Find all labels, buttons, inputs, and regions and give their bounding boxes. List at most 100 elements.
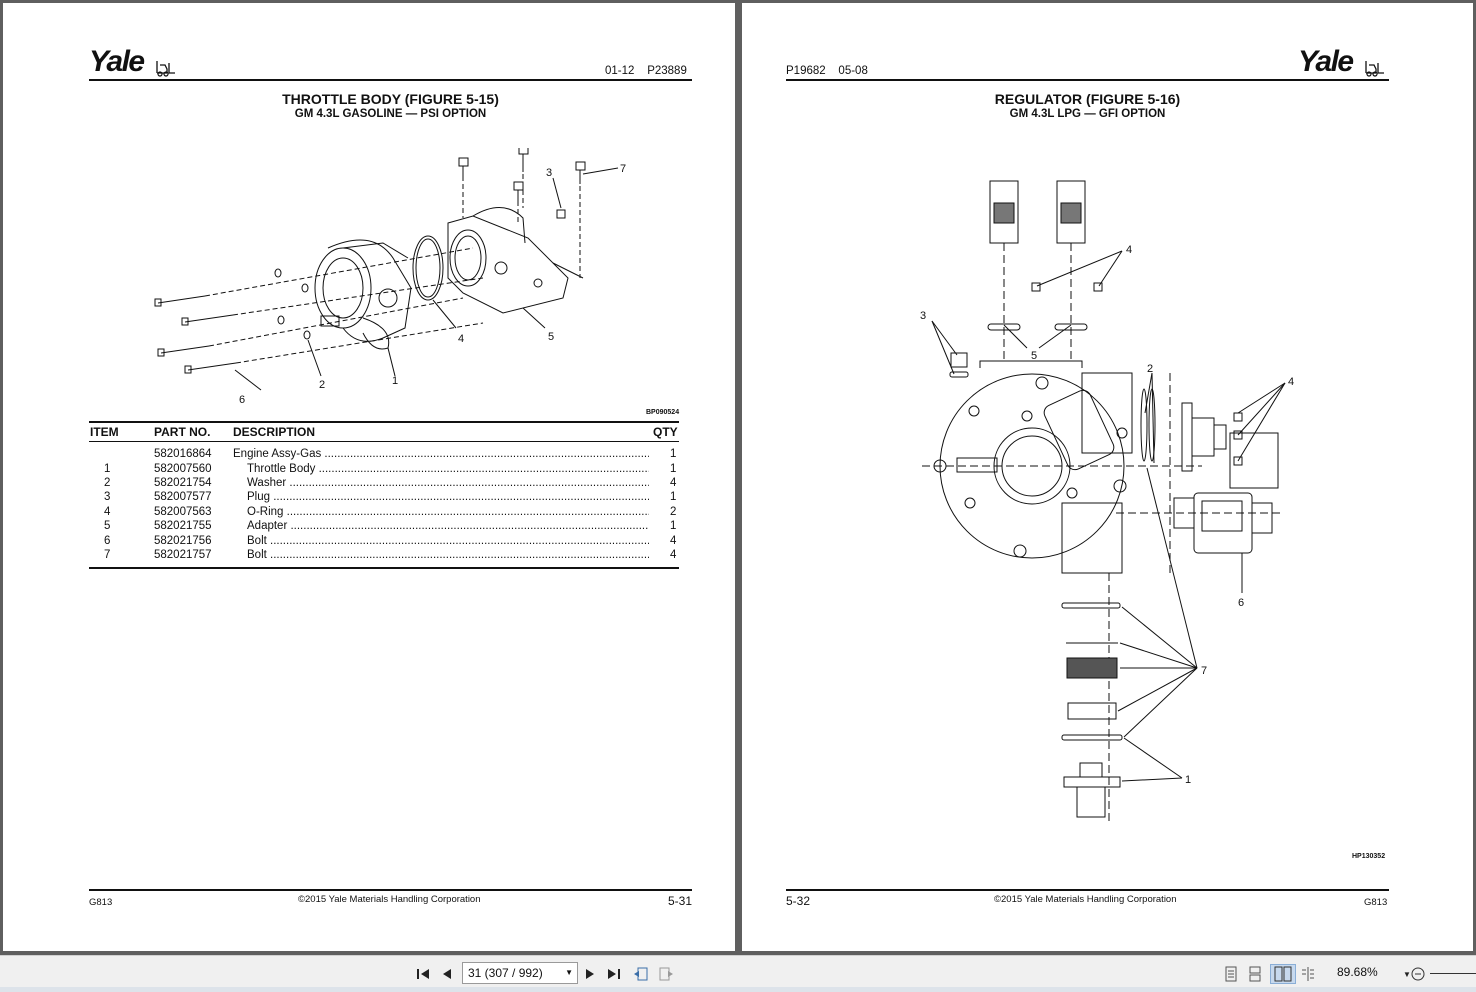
footer-page-number: 5-32 bbox=[786, 894, 811, 908]
throttle-body-diagram: 1 2 3 4 5 6 7 bbox=[154, 148, 626, 406]
callout-4: 4 bbox=[458, 333, 464, 345]
table-header-rule bbox=[89, 441, 679, 442]
zoom-menu-button[interactable]: ▼ bbox=[1397, 964, 1417, 984]
page-left: Yale 01-12 P23889 THROTTLE BODY (FIGURE … bbox=[3, 3, 735, 951]
qty-cell: 1 bbox=[670, 448, 677, 460]
description-cell: Plug bbox=[247, 491, 649, 503]
viewer-toolbar: 31 (307 / 992) ▼ 89.68% ▼ bbox=[0, 955, 1476, 992]
callout-6: 6 bbox=[1238, 597, 1244, 609]
footer-rule bbox=[89, 889, 692, 891]
prev-page-button[interactable] bbox=[437, 964, 457, 984]
callout-2: 2 bbox=[319, 379, 325, 391]
part-no-cell: 582007560 bbox=[154, 463, 212, 475]
page-title: REGULATOR (FIGURE 5-16) bbox=[994, 91, 1181, 107]
figure-code: HP130352 bbox=[1352, 853, 1386, 860]
zoom-out-button[interactable] bbox=[1408, 964, 1428, 984]
facing-view-button[interactable] bbox=[1270, 964, 1296, 984]
first-page-button[interactable] bbox=[413, 964, 433, 984]
callout-1: 1 bbox=[392, 375, 398, 387]
continuous-view-button[interactable] bbox=[1245, 964, 1265, 984]
description-cell: Washer bbox=[247, 477, 649, 489]
first-page-icon bbox=[417, 969, 429, 979]
chevron-down-icon: ▼ bbox=[565, 968, 573, 977]
continuous-facing-view-button[interactable] bbox=[1298, 964, 1318, 984]
col-header-description: DESCRIPTION bbox=[233, 425, 316, 439]
chevron-down-icon: ▼ bbox=[1403, 969, 1411, 979]
zoom-slider[interactable] bbox=[1430, 973, 1476, 974]
item-cell: 3 bbox=[104, 491, 111, 503]
forklift-logo-icon bbox=[156, 61, 175, 77]
callout-6: 6 bbox=[239, 394, 245, 406]
item-cell: 4 bbox=[104, 506, 111, 518]
part-no-cell: 582007577 bbox=[154, 491, 212, 503]
footer-copyright: ©2015 Yale Materials Handling Corporatio… bbox=[994, 894, 1177, 905]
item-cell: 2 bbox=[104, 477, 111, 489]
figure-code: BP090524 bbox=[646, 409, 680, 416]
next-page-icon bbox=[586, 969, 594, 979]
description-cell: Throttle Body bbox=[247, 463, 649, 475]
single-page-icon bbox=[1225, 966, 1237, 982]
col-header-part-no: PART NO. bbox=[154, 425, 211, 439]
col-header-item: ITEM bbox=[90, 425, 119, 439]
qty-cell: 4 bbox=[670, 549, 677, 561]
yale-logo: Yale bbox=[89, 45, 145, 78]
callout-3: 3 bbox=[920, 310, 926, 322]
part-no-cell: 582016864 bbox=[154, 448, 212, 460]
header-rule bbox=[89, 79, 692, 81]
zoom-out-icon bbox=[1411, 967, 1425, 981]
page-right: P19682 05-08 Yale REGULATOR (FIGURE 5-16… bbox=[742, 3, 1473, 951]
single-page-view-button[interactable] bbox=[1221, 964, 1241, 984]
zoom-level[interactable]: 89.68% bbox=[1337, 965, 1378, 979]
table-top-rule bbox=[89, 421, 679, 423]
callout-7: 7 bbox=[1201, 665, 1207, 677]
page-subtitle: GM 4.3L LPG — GFI OPTION bbox=[1009, 108, 1166, 120]
horizontal-scrollbar[interactable] bbox=[0, 987, 1476, 992]
footer-copyright: ©2015 Yale Materials Handling Corporatio… bbox=[298, 894, 481, 905]
yale-logo: Yale bbox=[1298, 45, 1354, 78]
next-page-button[interactable] bbox=[580, 964, 600, 984]
footer-page-number: 5-31 bbox=[668, 894, 693, 908]
previous-view-icon bbox=[634, 967, 648, 981]
qty-cell: 1 bbox=[670, 520, 677, 532]
previous-view-button[interactable] bbox=[631, 964, 651, 984]
forklift-logo-icon bbox=[1365, 61, 1384, 77]
qty-cell: 1 bbox=[670, 491, 677, 503]
callout-2: 2 bbox=[1147, 363, 1153, 375]
callout-4-top: 4 bbox=[1126, 244, 1132, 256]
description-cell: Engine Assy-Gas bbox=[233, 448, 649, 460]
page-title: THROTTLE BODY (FIGURE 5-15) bbox=[282, 91, 499, 107]
callout-5: 5 bbox=[1031, 350, 1037, 362]
page-number-select[interactable]: 31 (307 / 992) ▼ bbox=[462, 962, 578, 984]
footer-model: G813 bbox=[1364, 897, 1388, 908]
callout-1: 1 bbox=[1185, 774, 1191, 786]
item-cell: 1 bbox=[104, 463, 111, 475]
part-no-cell: 582007563 bbox=[154, 506, 212, 518]
next-view-button[interactable] bbox=[656, 964, 676, 984]
part-no-cell: 582021754 bbox=[154, 477, 212, 489]
facing-pages-icon bbox=[1274, 966, 1292, 982]
page-indicator: 31 (307 / 992) bbox=[468, 966, 543, 980]
callout-3: 3 bbox=[546, 167, 552, 179]
qty-cell: 4 bbox=[670, 535, 677, 547]
callout-5: 5 bbox=[548, 331, 554, 343]
description-cell: Bolt bbox=[247, 549, 649, 561]
qty-cell: 2 bbox=[670, 506, 677, 518]
qty-cell: 1 bbox=[670, 463, 677, 475]
description-cell: O-Ring bbox=[247, 506, 649, 518]
item-cell: 5 bbox=[104, 520, 111, 532]
item-cell: 6 bbox=[104, 535, 111, 547]
last-page-button[interactable] bbox=[604, 964, 624, 984]
col-header-qty: QTY bbox=[653, 425, 678, 439]
header-code: 01-12 P23889 bbox=[605, 65, 687, 77]
header-code: P19682 05-08 bbox=[786, 65, 868, 77]
regulator-diagram: 1 2 3 4 4 5 6 7 bbox=[920, 180, 1294, 823]
part-no-cell: 582021757 bbox=[154, 549, 212, 561]
part-no-cell: 582021755 bbox=[154, 520, 212, 532]
item-cell: 7 bbox=[104, 549, 111, 561]
continuous-facing-icon bbox=[1302, 967, 1314, 981]
table-bottom-rule bbox=[89, 567, 679, 569]
header-rule bbox=[786, 79, 1389, 81]
footer-rule bbox=[786, 889, 1389, 891]
description-cell: Adapter bbox=[247, 520, 649, 532]
last-page-icon bbox=[608, 969, 620, 979]
